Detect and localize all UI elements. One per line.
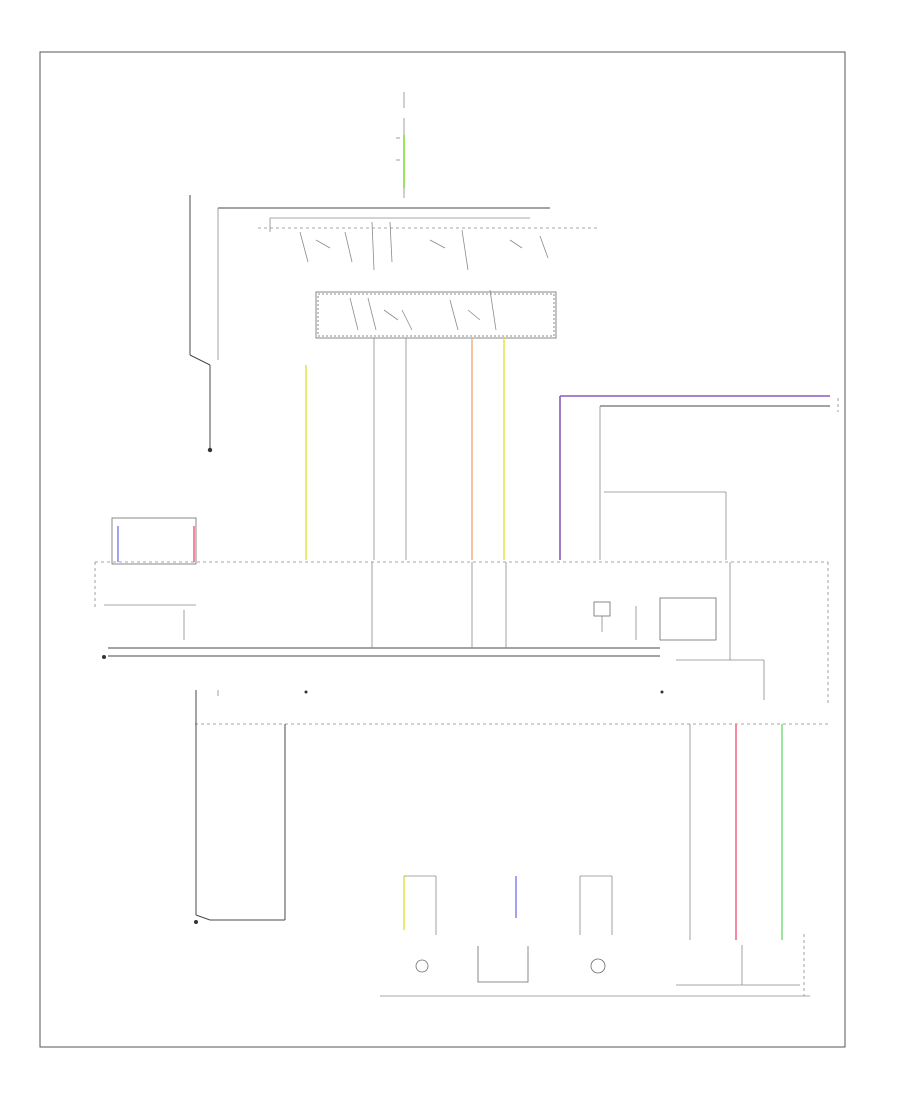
right-lower-wires: [689, 724, 783, 940]
fuel-lamp: [403, 875, 437, 973]
junction-left-ground: [102, 655, 106, 659]
ground-left-point: [207, 447, 213, 453]
fuel-lamp-icon: [415, 959, 429, 973]
diagram-frame: [39, 51, 846, 1048]
lower-left-path: [194, 690, 664, 924]
warning-lamp-icon: [590, 958, 606, 974]
junction-block: [102, 562, 765, 700]
right-bus: [559, 395, 839, 560]
left-feed: [189, 195, 213, 453]
warning-lamp: [579, 875, 613, 974]
ground-bottom-point: [194, 920, 198, 924]
mid-wires: [305, 338, 505, 560]
meter-lamp: [477, 876, 529, 983]
instrument-cluster: [380, 875, 810, 997]
selector-switch: [315, 289, 557, 339]
body-control-module: [94, 517, 829, 725]
top-feed: [396, 92, 405, 198]
meter-lamp-icon: [477, 946, 529, 983]
shift-lever-switch: [217, 207, 600, 360]
